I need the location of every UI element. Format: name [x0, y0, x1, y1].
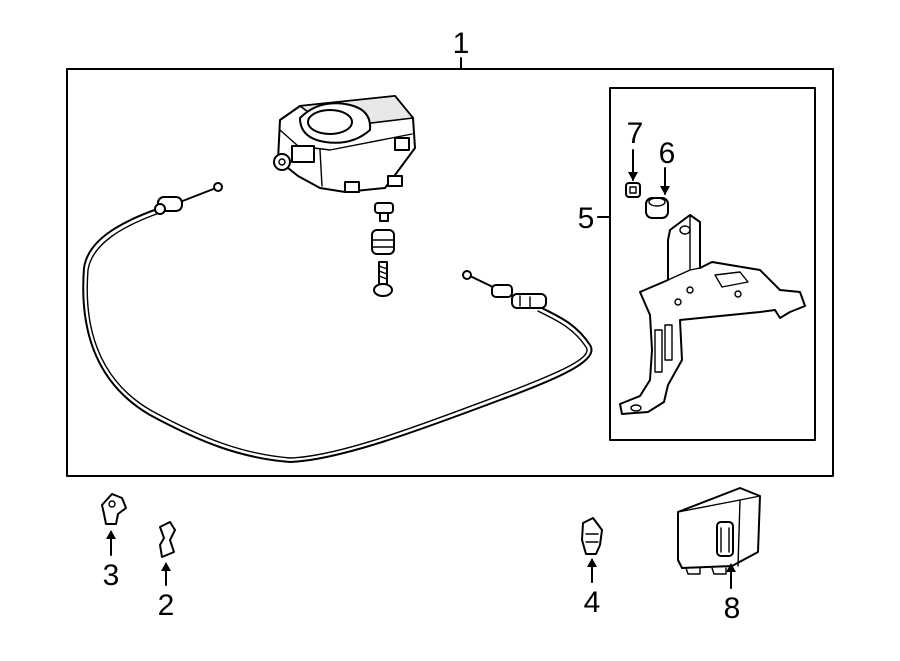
control-unit-part-8[interactable]	[677, 487, 761, 575]
arrow-2	[161, 562, 171, 571]
rubber-grommet[interactable]	[371, 229, 395, 255]
assembly-frame	[66, 68, 834, 477]
callout-6[interactable]: 6	[659, 137, 676, 170]
callout-2[interactable]: 2	[158, 589, 175, 622]
arrow-4	[587, 558, 597, 567]
bolt-part-7[interactable]	[625, 182, 641, 198]
arrow-3	[106, 530, 116, 539]
callout-3[interactable]: 3	[103, 559, 120, 592]
arrow-7	[628, 172, 638, 181]
arrow-8	[726, 563, 736, 572]
actuator-module[interactable]	[273, 95, 416, 193]
connector-part-4[interactable]	[581, 517, 603, 555]
callout-4[interactable]: 4	[584, 586, 601, 619]
clip-part-2[interactable]	[159, 521, 176, 558]
fastener-bolt-small[interactable]	[374, 202, 394, 222]
clip-part-3[interactable]	[101, 493, 127, 525]
throttle-cable[interactable]	[82, 182, 593, 463]
callout-7[interactable]: 7	[627, 117, 644, 150]
mounting-bracket[interactable]	[619, 214, 806, 415]
callout-5[interactable]: 5	[578, 202, 595, 235]
mounting-screw[interactable]	[373, 261, 393, 297]
nut-part-6[interactable]	[645, 197, 669, 219]
callout-1[interactable]: 1	[453, 27, 470, 60]
bracket-subframe	[609, 87, 816, 441]
callout-8[interactable]: 8	[724, 592, 741, 625]
arrow-6	[660, 186, 670, 195]
